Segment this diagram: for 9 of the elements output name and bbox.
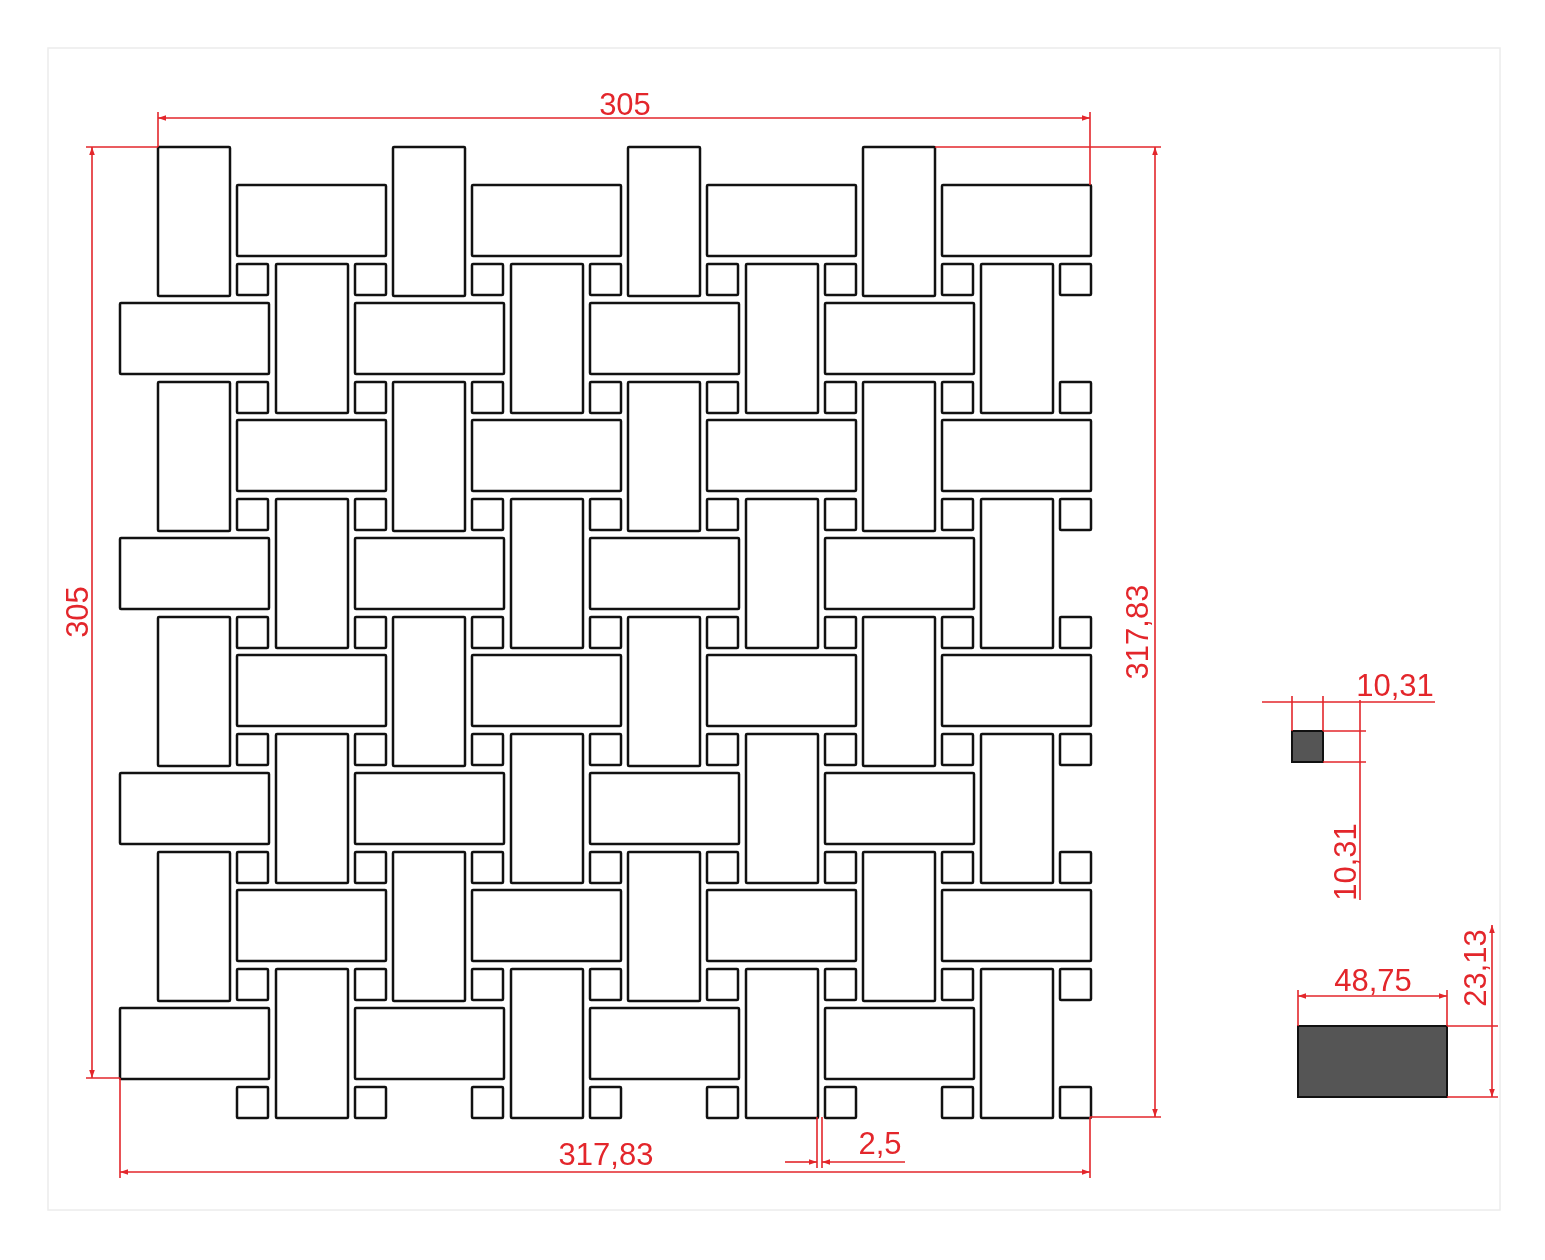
dimension-label: 10,31	[1356, 669, 1434, 701]
dimension-label: 305	[599, 88, 651, 120]
dimension-label: 10,31	[1329, 823, 1361, 901]
dimension-label: 317,83	[558, 1138, 654, 1170]
dimension-label: 317,83	[1121, 584, 1153, 680]
dimension-label: 48,75	[1334, 964, 1412, 996]
dimension-label: 305	[61, 586, 93, 638]
dimension-label: 2,5	[858, 1127, 902, 1159]
dimension-label: 23,13	[1459, 929, 1491, 1007]
